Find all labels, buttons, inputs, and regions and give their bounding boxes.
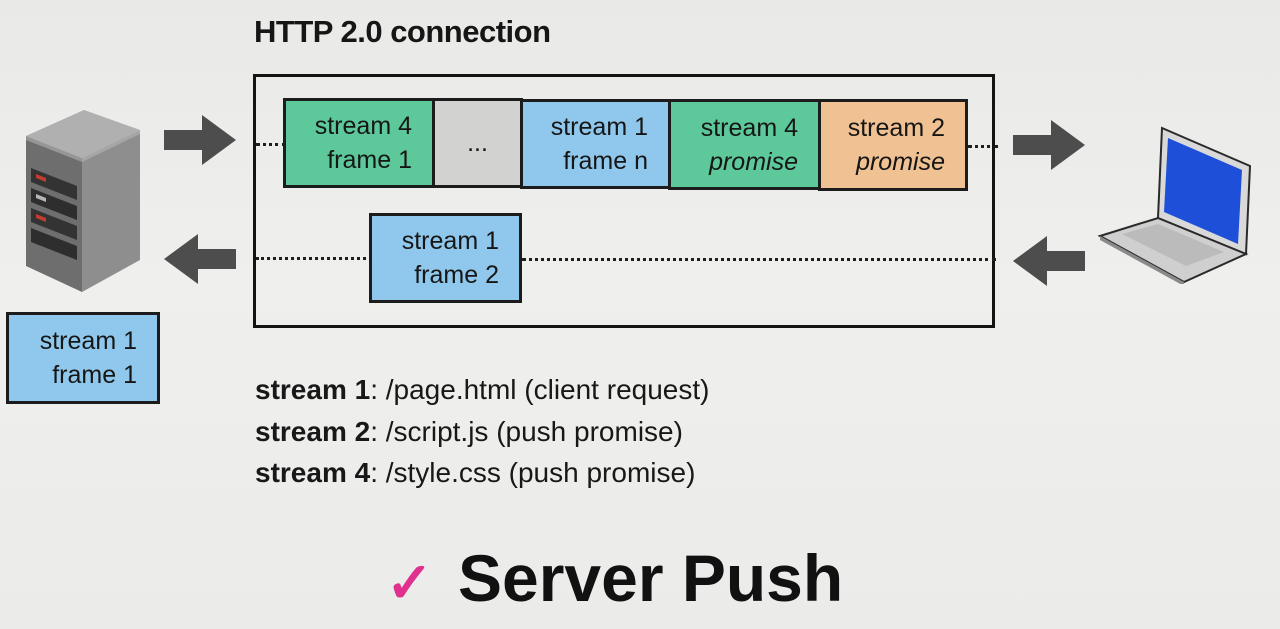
- server-push-caption: Server Push: [458, 541, 844, 615]
- http2-connection-box: [253, 74, 995, 328]
- top-lane-line: [256, 143, 286, 146]
- legend-item: stream 2: /script.js (push promise): [255, 416, 683, 447]
- server-received-frame: stream 1 frame 1: [6, 312, 160, 404]
- bottom-lane-line: [522, 258, 996, 261]
- frame-stream4-frame1: stream 4 frame 1: [283, 98, 435, 188]
- bottom-lane-line: [256, 257, 372, 260]
- laptop-icon: [1097, 126, 1252, 284]
- frame-stream1-frame2: stream 1 frame 2: [369, 213, 522, 303]
- frame-ellipsis: ...: [432, 98, 523, 188]
- legend-item: stream 4: /style.css (push promise): [255, 457, 696, 488]
- arrow-left-icon: [1013, 236, 1085, 286]
- checkmark-icon: ✓: [386, 551, 433, 614]
- frame-stream2-promise: stream 2 promise: [818, 99, 968, 191]
- arrow-right-icon: [1013, 120, 1085, 170]
- arrow-left-icon: [164, 234, 236, 284]
- arrow-right-icon: [164, 115, 236, 165]
- frame-stream1-frame-n: stream 1 frame n: [520, 99, 671, 189]
- server-icon: [26, 110, 140, 292]
- legend-item: stream 1: /page.html (client request): [255, 374, 710, 405]
- top-lane-line: [968, 145, 998, 148]
- connection-title: HTTP 2.0 connection: [254, 14, 551, 49]
- frame-stream4-promise: stream 4 promise: [668, 99, 821, 190]
